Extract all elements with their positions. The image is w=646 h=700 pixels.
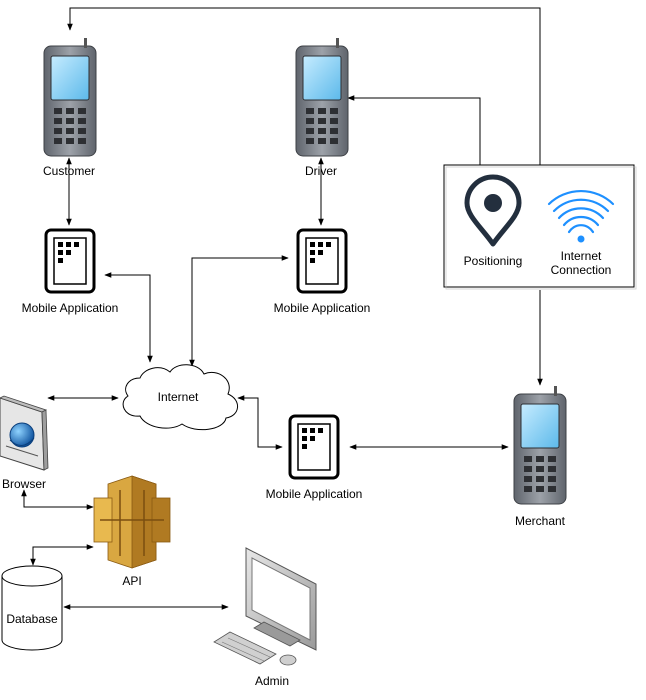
edge-browser-api	[21, 489, 94, 510]
driver-label: Driver	[305, 164, 337, 178]
internet-label: Internet	[158, 390, 199, 404]
api-label: API	[122, 574, 141, 588]
database-cylinder-icon	[1, 565, 63, 651]
edge-services-to-customer	[67, 7, 541, 165]
merchant-label: Merchant	[515, 514, 566, 528]
driver-mobile-app-label: Mobile Application	[274, 301, 371, 315]
merchant-mobile-app-label: Mobile Application	[266, 487, 363, 501]
internet-connection-label-line2: Connection	[551, 263, 612, 277]
mobile-phone-icon	[43, 37, 97, 157]
merchant-node: Merchant	[513, 385, 567, 528]
driver-node: Driver	[295, 37, 349, 178]
customer-mobile-app-node: Mobile Application	[22, 228, 119, 315]
edge-services-to-driver	[347, 95, 481, 165]
services-box: Positioning Internet Connection	[443, 164, 637, 290]
admin-node: Admin	[213, 547, 317, 688]
edge-internet-driver-app	[189, 255, 289, 367]
admin-label: Admin	[255, 674, 289, 688]
browser-label: Browser	[2, 477, 46, 491]
mobile-phone-icon	[295, 37, 349, 157]
positioning-label: Positioning	[464, 254, 523, 268]
internet-node: Internet	[122, 364, 238, 431]
api-node: API	[93, 475, 171, 588]
tablet-app-icon	[296, 228, 348, 294]
edge-customer-app-internet	[104, 272, 153, 363]
internet-connection-label-line1: Internet	[561, 249, 602, 263]
tablet-app-icon	[44, 228, 96, 294]
mobile-phone-icon	[513, 385, 567, 505]
tablet-app-icon	[288, 414, 340, 480]
browser-node: Browser	[0, 395, 49, 491]
customer-node: Customer	[43, 37, 97, 178]
customer-mobile-app-label: Mobile Application	[22, 301, 119, 315]
api-gateway-icon	[93, 475, 171, 569]
database-label: Database	[6, 612, 58, 626]
cloud-icon	[122, 364, 238, 431]
wifi-icon	[547, 190, 615, 243]
edge-internet-merchant-app	[237, 395, 283, 450]
merchant-mobile-app-node: Mobile Application	[266, 414, 363, 501]
database-node: Database	[1, 565, 63, 651]
browser-globe-icon	[0, 395, 49, 471]
customer-label: Customer	[43, 164, 95, 178]
driver-mobile-app-node: Mobile Application	[274, 228, 371, 315]
desktop-computer-icon	[213, 547, 317, 666]
edge-database-api	[30, 544, 94, 566]
map-pin-icon	[464, 174, 522, 247]
